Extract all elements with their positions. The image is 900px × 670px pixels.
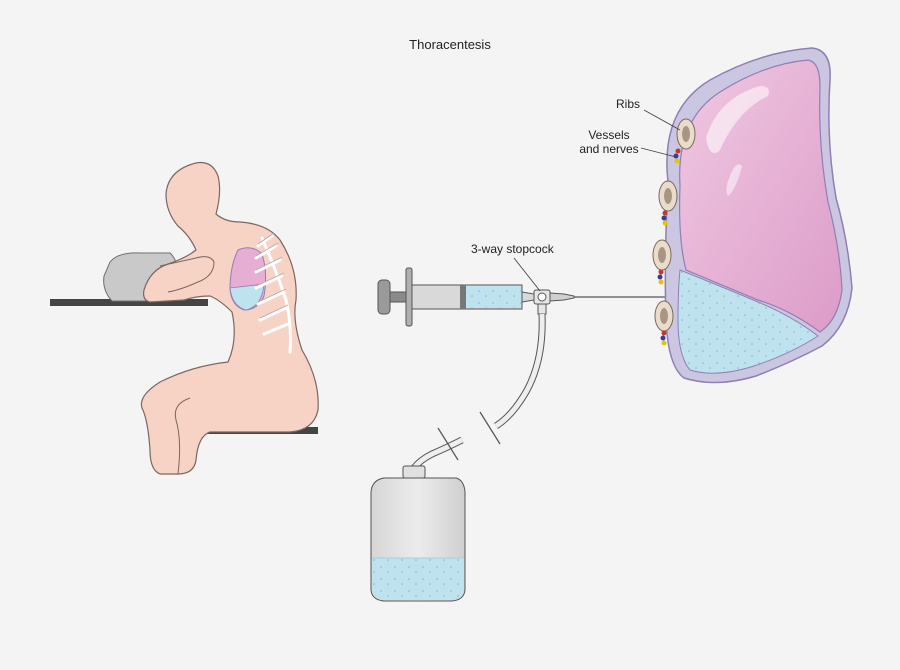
lung-cross-section [664,47,853,384]
label-nerves: and nerves [579,142,639,156]
label-stopcock: 3-way stopcock [471,242,554,256]
stopcock-side-port [537,303,547,315]
rib [673,118,696,164]
ribs-leader [643,109,681,131]
syringe-plunger-handle [377,279,391,315]
syringe-assembly [377,267,692,327]
patient-ribcage-outline [255,232,289,319]
bedside-table [50,299,208,306]
label-ribs: Ribs [616,97,641,111]
patient-body [140,161,319,475]
lung-highlight [706,86,769,154]
tubing-break-mark [437,427,459,461]
patient-lung-fluid [229,283,265,311]
syringe-flange [405,267,413,327]
stopcock-leader [513,257,541,292]
vessels-leader [640,147,677,158]
label-vessels: Vessels [588,128,630,142]
stopcock-connector [549,292,575,302]
syringe-tip [521,291,535,303]
leader-lines [513,109,681,292]
patient-leg-line [174,397,191,475]
rib [654,300,674,346]
rib [652,239,672,285]
collection-jar [370,465,466,602]
diagram-title: Thoracentesis [409,37,491,52]
syringe-plunger-tip [460,285,466,309]
patient-ribcage [254,234,292,354]
patient-scene [50,161,319,475]
stopcock-valve [537,292,547,302]
rib-column [652,118,696,346]
rib [658,180,678,226]
drainage-tubing [411,313,546,471]
jar-cap [402,465,426,479]
tubing-break-mark [479,411,501,445]
patient-arm [159,256,215,293]
